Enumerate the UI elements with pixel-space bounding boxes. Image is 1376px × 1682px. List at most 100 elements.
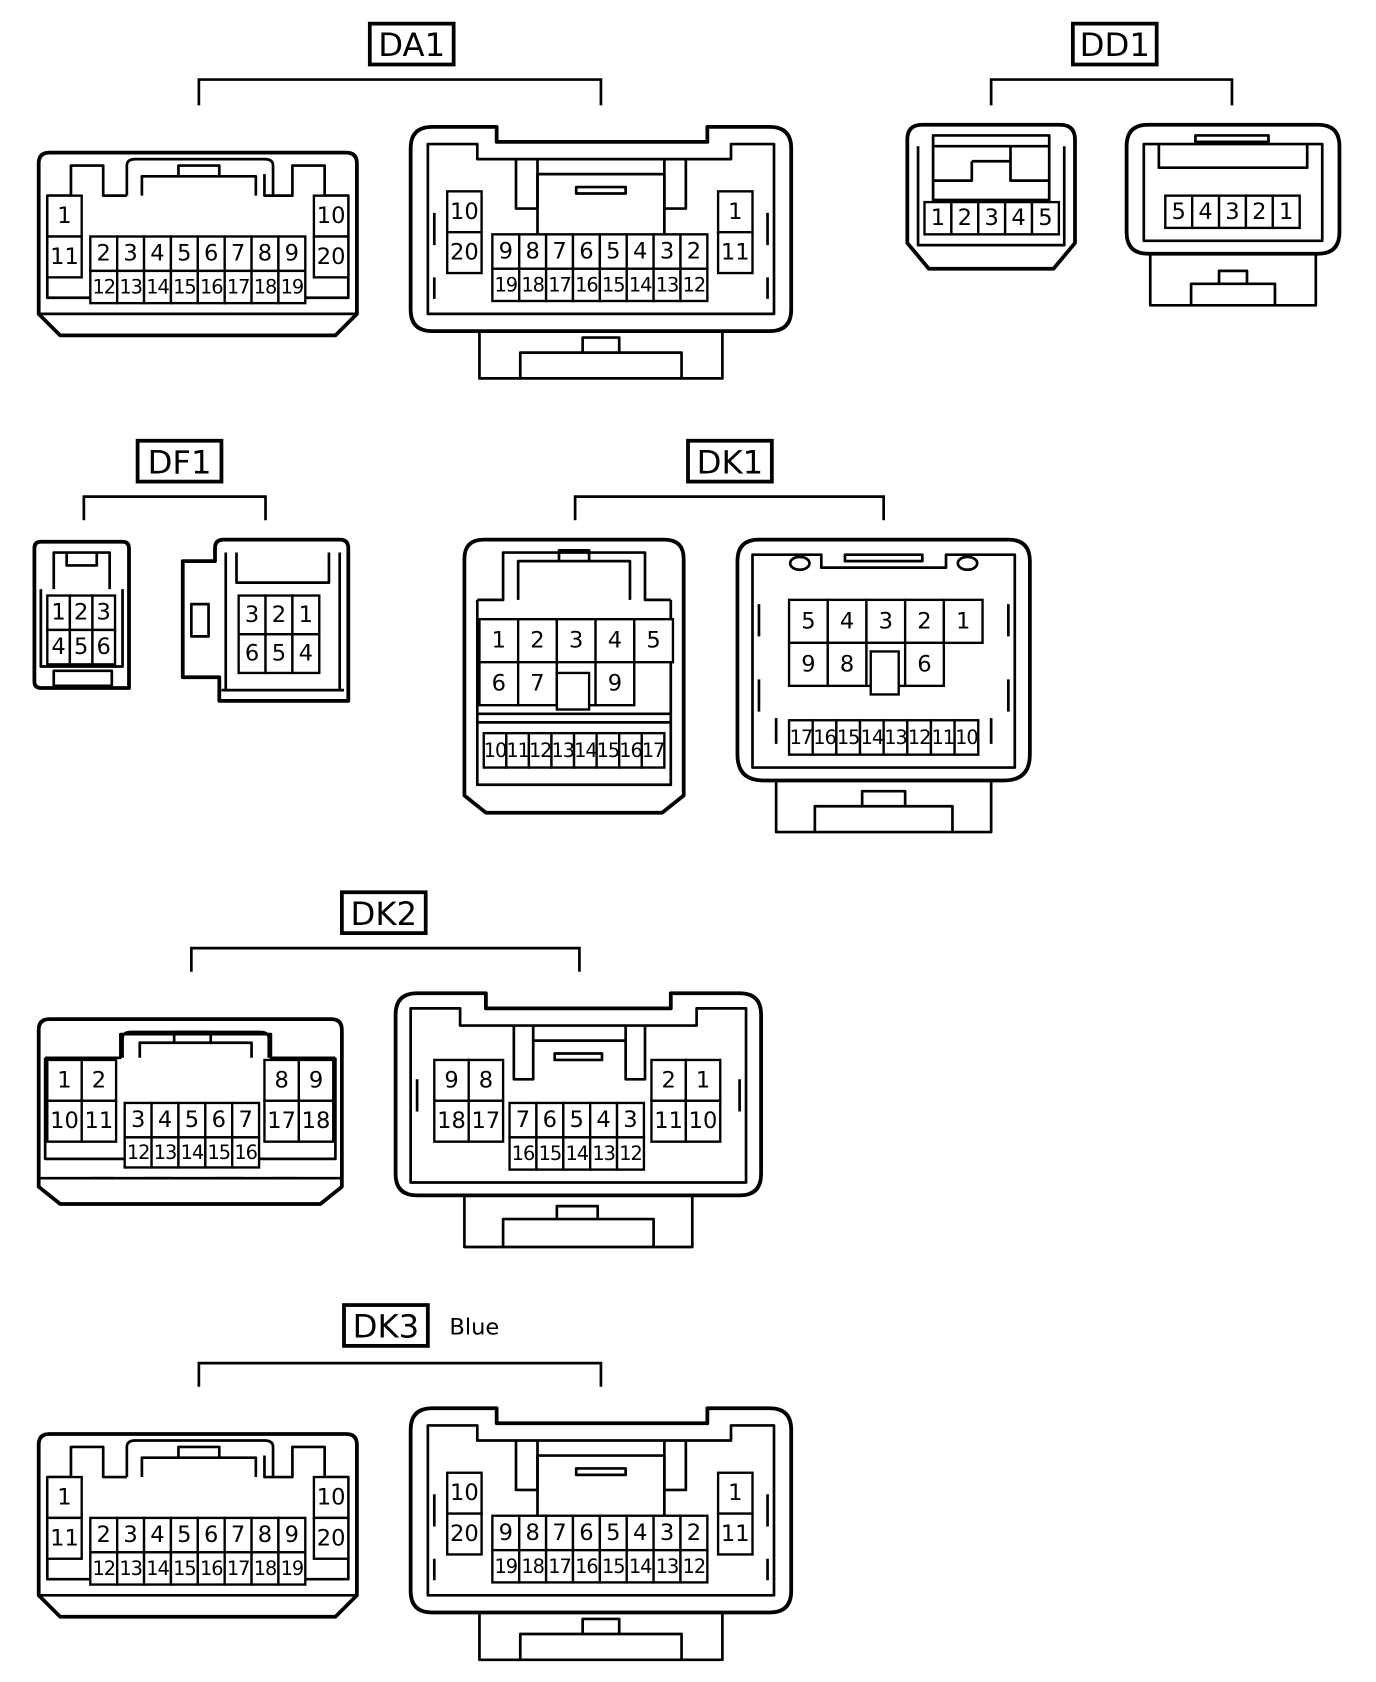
pin-cell: [297, 1099, 335, 1143]
pin-number: 17: [790, 726, 812, 749]
keyway: [555, 671, 591, 711]
pin-number: 11: [50, 1525, 79, 1551]
pin-number: 14: [566, 1142, 589, 1165]
pin-cell: [80, 1099, 118, 1143]
pin-number: 2: [661, 1067, 675, 1093]
pin-number: 16: [512, 1142, 535, 1165]
pin-cell: [91, 628, 117, 666]
pin-cell: [594, 618, 636, 664]
pin-number: 4: [299, 641, 313, 667]
pin-number: 7: [238, 1107, 252, 1133]
pin-number: 3: [985, 205, 999, 231]
pin-number: 9: [285, 1522, 299, 1548]
pin-number: 13: [552, 739, 574, 762]
pin-number: 3: [569, 628, 583, 654]
pin-number: 1: [51, 600, 65, 626]
pin-number: 3: [123, 241, 137, 267]
pin-cell: [518, 1514, 548, 1552]
pin-number: 5: [801, 608, 815, 634]
pin-number: 2: [97, 1522, 111, 1548]
pin-row: 10: [446, 190, 483, 234]
pin-cell: [196, 269, 226, 305]
pin-number: 6: [579, 239, 593, 265]
pin-cell: [204, 1101, 234, 1139]
pin-number: 8: [479, 1067, 493, 1093]
pin-cell: [942, 598, 984, 645]
pin-number: 4: [840, 608, 854, 634]
pin-number: 5: [646, 628, 660, 654]
pin-cell: [544, 1548, 575, 1584]
pin-cell: [598, 267, 628, 303]
pin-number: 17: [227, 1557, 249, 1580]
pin-number: 7: [552, 1520, 566, 1546]
pin-cell: [679, 1514, 709, 1552]
connector-df1-header: DF1: [82, 438, 267, 521]
pin-number: 9: [444, 1067, 458, 1093]
pin-cell: [46, 235, 83, 279]
pin-number: 8: [525, 239, 539, 265]
connector-label: DK3: [353, 1308, 420, 1346]
connector-dk1-header: DK1: [573, 438, 885, 521]
pin-number: 19: [495, 1555, 517, 1578]
pin-number: 18: [437, 1108, 466, 1134]
pin-number: 1: [57, 1484, 71, 1510]
pin-number: 3: [97, 600, 111, 626]
pin-number: 5: [570, 1107, 584, 1133]
pin-number: 5: [1172, 199, 1186, 225]
pin-cell: [679, 267, 709, 303]
pin-number: 16: [619, 739, 642, 762]
pin-number: 20: [450, 1521, 479, 1547]
connector-dd1-header: DD1: [989, 21, 1234, 106]
pin-row: 11: [716, 231, 754, 275]
pin-cell: [297, 1058, 335, 1102]
pin-number: 3: [123, 1522, 137, 1548]
pin-number: 8: [258, 241, 272, 267]
pin-number: 9: [499, 1520, 513, 1546]
pin-cell: [291, 633, 321, 675]
pin-number: 10: [50, 1108, 79, 1134]
pin-number: 4: [633, 239, 647, 265]
pin-number: 11: [506, 739, 528, 762]
pin-row: 1: [716, 190, 754, 234]
pin-cell: [571, 233, 602, 270]
pin-number: 16: [200, 1557, 223, 1580]
pin-cell: [237, 633, 267, 675]
pin-number: 9: [499, 239, 513, 265]
pin-cell: [684, 1099, 722, 1143]
pin-number: 6: [543, 1107, 557, 1133]
pin-row: 1: [46, 1475, 83, 1520]
pin-cell: [196, 235, 226, 273]
pin-number: 10: [955, 726, 978, 749]
pin-number: 2: [74, 600, 88, 626]
pin-number: 9: [608, 671, 622, 697]
pin-number: 15: [539, 1142, 561, 1165]
pin-number: 12: [127, 1141, 149, 1164]
pin-number: 15: [173, 276, 195, 299]
pin-number: 12: [93, 1557, 115, 1580]
connector-color-note: Blue: [449, 1315, 499, 1341]
pin-cell: [177, 1136, 207, 1169]
pin-number: 15: [597, 739, 619, 762]
pin-number: 5: [74, 634, 88, 660]
pin-cell: [1244, 194, 1274, 230]
pin-number: 16: [813, 726, 836, 749]
pin-cell: [953, 719, 980, 756]
